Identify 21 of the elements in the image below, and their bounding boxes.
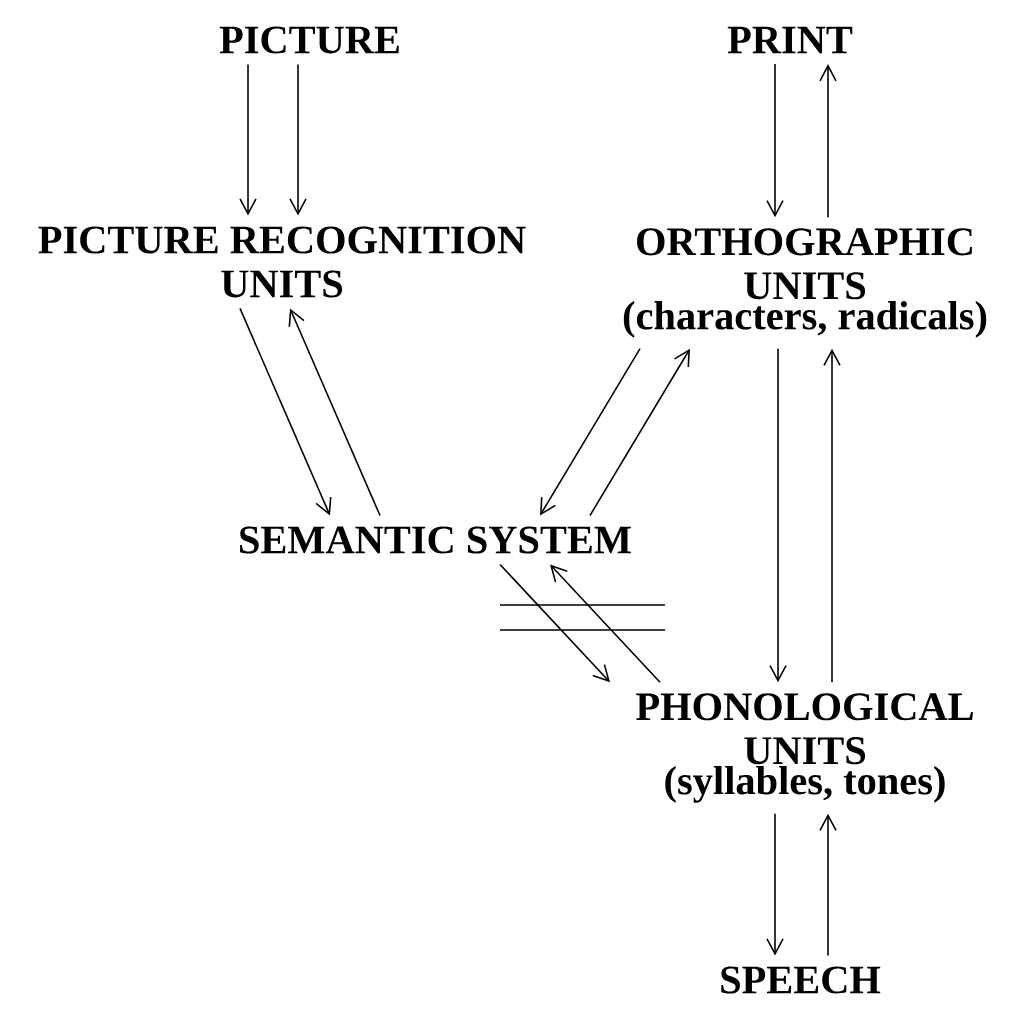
- arrow: [239, 307, 332, 516]
- node-label: SPEECH: [721, 966, 881, 994]
- node-label: PRINT: [727, 26, 853, 54]
- arrow: [289, 63, 307, 216]
- arrow: [589, 348, 690, 517]
- node-label: ORTHOGRAPHIC UNITS (characters, radicals): [623, 228, 987, 338]
- arrow: [823, 348, 841, 684]
- arrow: [239, 63, 257, 216]
- node-label: PICTURE RECOGNITION UNITS: [38, 226, 526, 298]
- arrow: [540, 347, 641, 516]
- arrow: [766, 812, 784, 956]
- arrow: [819, 64, 837, 219]
- arrow: [499, 563, 610, 683]
- node-label: PICTURE: [219, 26, 399, 54]
- arrow: [819, 813, 837, 957]
- arrow: [769, 347, 787, 683]
- node-label: SEMANTIC SYSTEM: [240, 526, 631, 554]
- node-label: PHONOLOGICAL UNITS (syllables, tones): [636, 693, 973, 803]
- arrow: [766, 63, 784, 218]
- arrow: [288, 308, 381, 517]
- arrow: [550, 564, 661, 684]
